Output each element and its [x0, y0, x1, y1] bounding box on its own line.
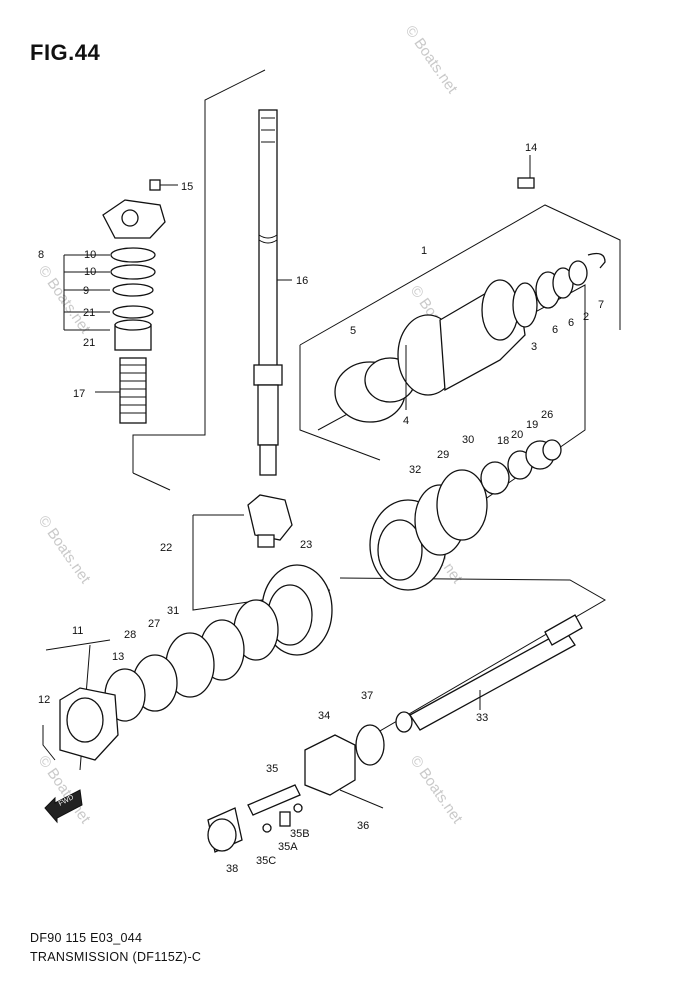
callout-2: 2 — [583, 311, 589, 323]
pinion-gear — [247, 494, 293, 548]
drive-shaft — [253, 109, 292, 476]
callout-31: 31 — [167, 605, 179, 617]
callout-17: 17 — [73, 388, 85, 400]
callout-20: 20 — [511, 429, 523, 441]
callout-34: 34 — [318, 710, 330, 722]
callout-10b: 10 — [84, 266, 96, 278]
callout-6: 6 — [552, 324, 558, 336]
callout-9: 9 — [83, 285, 89, 297]
callout-30: 30 — [462, 434, 474, 446]
callout-14: 14 — [525, 142, 537, 154]
callout-5: 5 — [350, 325, 356, 337]
footer-code: DF90 115 E03_044 — [30, 931, 143, 945]
callout-18: 18 — [497, 435, 509, 447]
callout-13: 13 — [112, 651, 124, 663]
watermark: © Boats.net — [35, 513, 94, 588]
callout-29: 29 — [437, 449, 449, 461]
watermark: © Boats.net — [407, 753, 466, 828]
callout-37: 37 — [361, 690, 373, 702]
callout-35: 35 — [266, 763, 278, 775]
callout-4: 4 — [403, 415, 409, 427]
callout-1: 1 — [421, 245, 427, 257]
footer-title: TRANSMISSION (DF115Z)-C — [30, 950, 202, 964]
group-outlines — [42, 69, 621, 771]
callout-3: 3 — [531, 341, 537, 353]
callout-26: 26 — [541, 409, 553, 421]
shift-plunger — [207, 784, 303, 853]
bearing-housing — [334, 155, 606, 423]
callout-7: 7 — [598, 299, 604, 311]
callout-36: 36 — [357, 820, 369, 832]
callout-21a: 21 — [83, 307, 95, 319]
callout-16: 16 — [296, 275, 308, 287]
callout-19: 19 — [526, 419, 538, 431]
callout-35a: 35A — [278, 841, 298, 853]
figure-label: FIG.44 — [30, 40, 101, 65]
callout-21b: 21 — [83, 337, 95, 349]
callout-23: 23 — [300, 539, 312, 551]
callout-38: 38 — [226, 863, 238, 875]
callout-8: 8 — [38, 249, 44, 261]
callout-33: 33 — [476, 712, 488, 724]
reverse-gear — [369, 439, 562, 591]
bearing-stack — [95, 179, 178, 424]
forward-gear — [59, 564, 333, 761]
callout-22: 22 — [160, 542, 172, 554]
clutch-dog — [304, 724, 385, 809]
callout-32: 32 — [409, 464, 421, 476]
callout-27: 27 — [148, 618, 160, 630]
callout-35c: 35C — [256, 855, 276, 867]
callout-28: 28 — [124, 629, 136, 641]
callout-35b: 35B — [290, 828, 310, 840]
callout-labels: 1 2 3 4 5 6 6 7 8 9 10 10 11 12 13 14 15… — [38, 142, 604, 875]
callout-12: 12 — [38, 694, 50, 706]
callout-11: 11 — [72, 625, 83, 637]
propeller-shaft — [395, 614, 583, 733]
callout-10a: 10 — [84, 249, 96, 261]
callout-6b: 6 — [568, 317, 574, 329]
watermark: © Boats.net — [35, 753, 94, 828]
watermark: © Boats.net — [402, 23, 461, 98]
callout-15: 15 — [181, 181, 193, 193]
